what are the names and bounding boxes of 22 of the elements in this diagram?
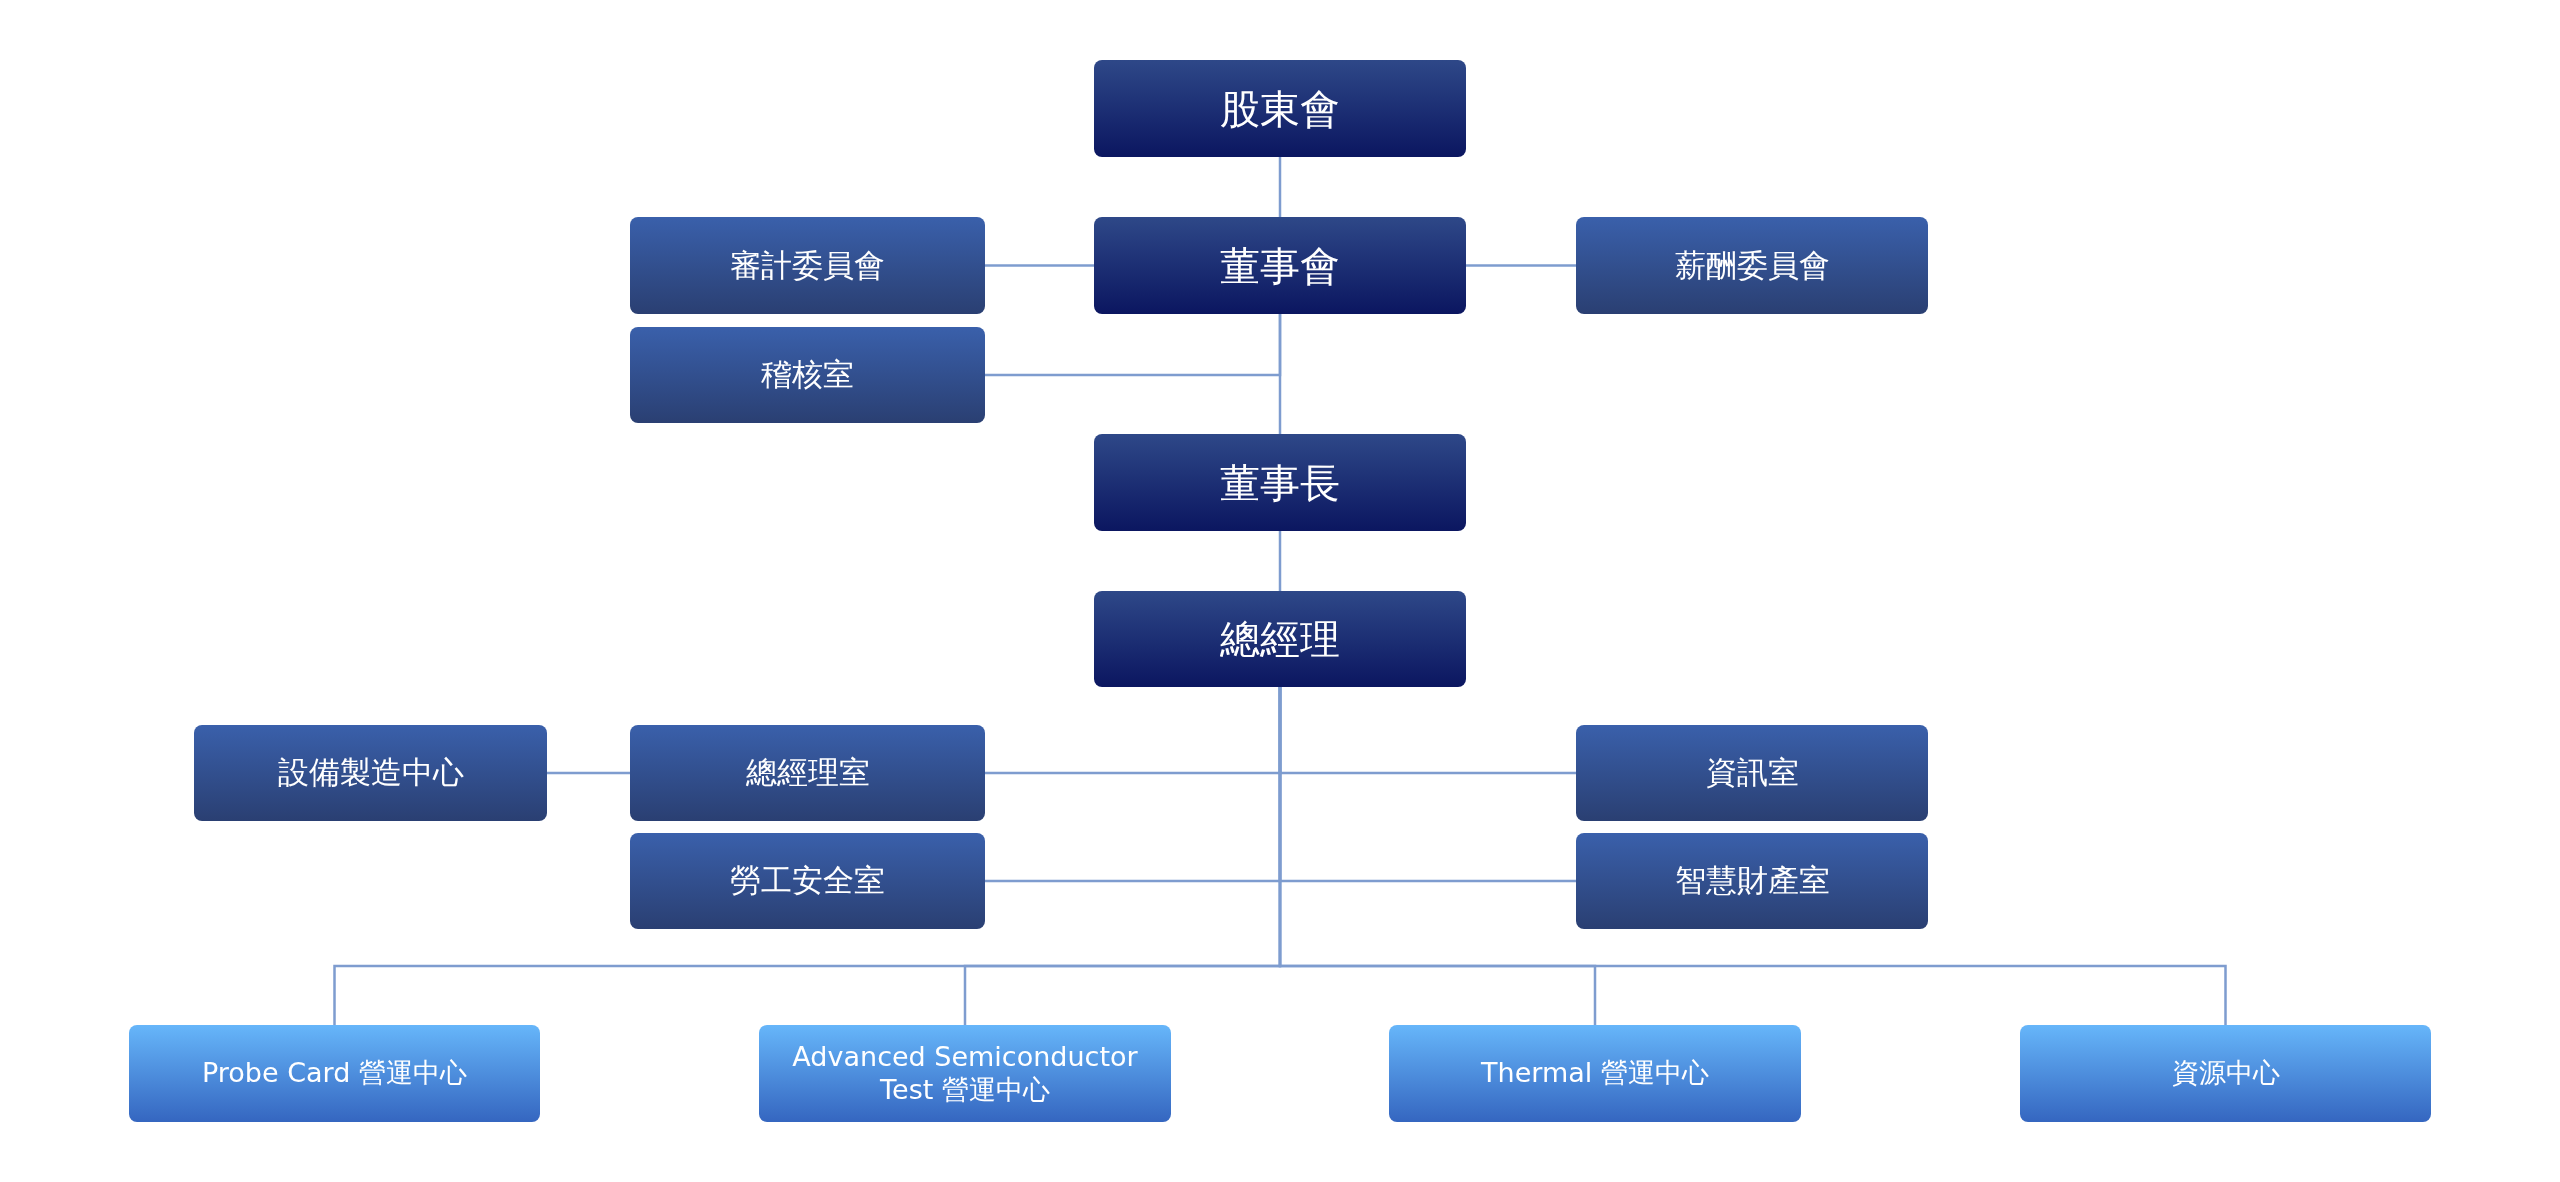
org-box: 資源中心 bbox=[2020, 1025, 2431, 1122]
org-box: Advanced Semiconductor Test 營運中心 bbox=[759, 1025, 1171, 1122]
org-box: Probe Card 營運中心 bbox=[129, 1025, 540, 1122]
connector-line bbox=[1466, 264, 1576, 267]
connector-line bbox=[1278, 157, 1282, 217]
org-box: 股東會 bbox=[1094, 60, 1466, 157]
org-box: 董事會 bbox=[1094, 217, 1466, 314]
org-box: 勞工安全室 bbox=[630, 833, 985, 929]
org-box: 薪酬委員會 bbox=[1576, 217, 1928, 314]
org-box: Thermal 營運中心 bbox=[1389, 1025, 1801, 1122]
org-box: 稽核室 bbox=[630, 327, 985, 423]
connector-line bbox=[1278, 314, 1282, 434]
org-box: 資訊室 bbox=[1576, 725, 1928, 821]
org-box: 總經理室 bbox=[630, 725, 985, 821]
org-box: 總經理 bbox=[1094, 591, 1466, 687]
org-box: 董事長 bbox=[1094, 434, 1466, 531]
org-box: 智慧財產室 bbox=[1576, 833, 1928, 929]
org-box: 設備製造中心 bbox=[194, 725, 547, 821]
org-box: 審計委員會 bbox=[630, 217, 985, 314]
connector-line bbox=[1278, 531, 1282, 591]
connector-line bbox=[985, 264, 1094, 267]
connector-line bbox=[547, 771, 630, 775]
